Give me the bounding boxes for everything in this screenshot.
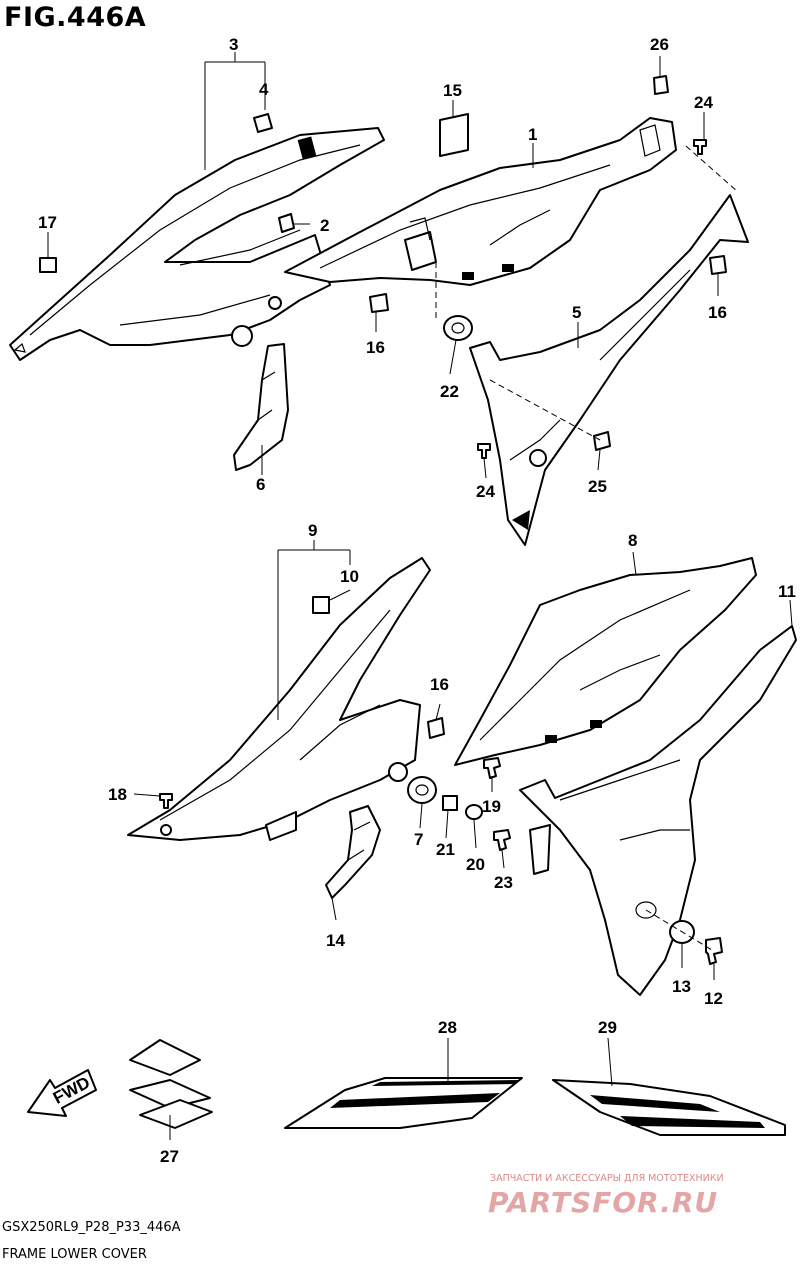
callout-24b: 24 <box>476 482 495 501</box>
callout-2: 2 <box>320 216 329 235</box>
grommet-7[interactable] <box>407 776 437 804</box>
watermark-logo: PARTSFOR.RU <box>488 1186 719 1219</box>
clip-16-middle[interactable] <box>427 717 445 739</box>
callout-6: 6 <box>256 475 265 494</box>
callout-26: 26 <box>650 35 669 54</box>
assembly-line-2 <box>489 379 601 441</box>
grommet-22[interactable] <box>443 315 473 341</box>
clip-16-upper-left[interactable] <box>369 293 389 313</box>
screw-19[interactable] <box>483 757 501 779</box>
callout-17: 17 <box>38 213 57 232</box>
clip-2[interactable] <box>278 213 295 233</box>
footer-model-code: GSX250RL9_P28_P33_446A <box>2 1220 181 1235</box>
callout-4: 4 <box>259 80 269 99</box>
grommet-4[interactable] <box>253 113 273 133</box>
lower-cover-8[interactable] <box>454 557 757 766</box>
callout-3: 3 <box>229 35 238 54</box>
callout-28: 28 <box>438 1018 457 1037</box>
callout-21: 21 <box>436 840 455 859</box>
callout-25: 25 <box>588 477 607 496</box>
footer-section-name: FRAME LOWER COVER <box>2 1247 147 1262</box>
callout-11: 11 <box>778 582 796 601</box>
callout-24a: 24 <box>694 93 713 112</box>
callout-9: 9 <box>308 521 317 540</box>
callout-13: 13 <box>672 977 691 996</box>
side-cover-5[interactable] <box>469 194 749 546</box>
callout-19: 19 <box>482 797 501 816</box>
collar-21[interactable] <box>442 795 458 811</box>
callout-22: 22 <box>440 382 459 401</box>
callout-1: 1 <box>528 125 537 144</box>
grommet-10[interactable] <box>312 596 330 614</box>
side-cover-11[interactable] <box>519 625 797 996</box>
pad-26[interactable] <box>653 75 669 95</box>
assembly-line-4 <box>645 909 713 951</box>
bracket-6[interactable] <box>233 343 289 471</box>
screw-24-upper[interactable] <box>693 139 707 155</box>
screw-24-lower[interactable] <box>477 443 491 459</box>
emblem-27[interactable] <box>129 1039 213 1129</box>
callout-16a: 16 <box>366 338 385 357</box>
callout-16c: 16 <box>430 675 449 694</box>
screw-18[interactable] <box>159 793 173 809</box>
callout-12: 12 <box>704 989 723 1008</box>
callout-10: 10 <box>340 567 359 586</box>
assembly-line-1 <box>685 145 739 193</box>
callout-27: 27 <box>160 1147 179 1166</box>
decal-29[interactable] <box>552 1079 786 1136</box>
callout-15: 15 <box>443 81 462 100</box>
callout-16b: 16 <box>708 303 727 322</box>
pad-25[interactable] <box>593 431 611 451</box>
frame-cover-right[interactable] <box>284 117 677 286</box>
cushion-17[interactable] <box>39 257 57 273</box>
callout-labels: 1 2 3 4 5 6 7 8 9 10 11 12 13 14 15 16 1… <box>38 35 796 1166</box>
callout-7: 7 <box>414 830 423 849</box>
frame-cover-left[interactable] <box>9 127 385 361</box>
callout-20: 20 <box>466 855 485 874</box>
screw-23[interactable] <box>493 829 511 851</box>
screw-12[interactable] <box>705 937 723 965</box>
callout-18: 18 <box>108 785 127 804</box>
callout-29: 29 <box>598 1018 617 1037</box>
callout-5: 5 <box>572 303 581 322</box>
callout-14: 14 <box>326 931 345 950</box>
fwd-arrow-icon: FWD <box>27 1069 97 1117</box>
decal-28[interactable] <box>284 1077 523 1129</box>
washer-20[interactable] <box>465 804 483 820</box>
callout-8: 8 <box>628 531 637 550</box>
leader-lines <box>47 52 793 1140</box>
figure-title: FIG.446A <box>4 2 147 33</box>
bracket-14[interactable] <box>325 805 381 899</box>
watermark-tagline: ЗАПЧАСТИ И АКСЕССУАРЫ ДЛЯ МОТОТЕХНИКИ <box>490 1173 724 1184</box>
callout-23: 23 <box>494 873 513 892</box>
lower-cover-9[interactable] <box>127 557 431 841</box>
plate-15[interactable] <box>439 113 469 157</box>
clip-16-upper-right[interactable] <box>709 255 727 275</box>
